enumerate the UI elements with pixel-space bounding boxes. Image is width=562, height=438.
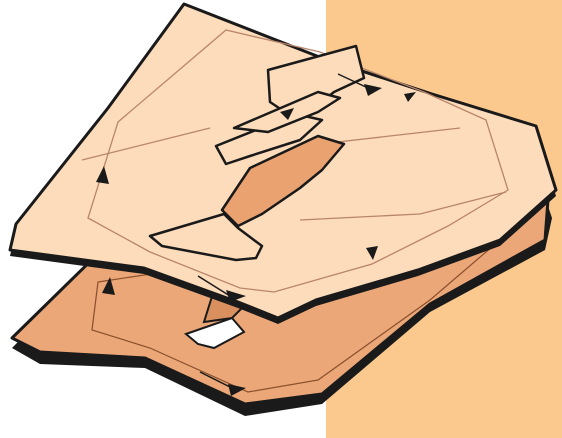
diagram-stage (0, 0, 562, 438)
folded-sheets-diagram (0, 0, 562, 438)
